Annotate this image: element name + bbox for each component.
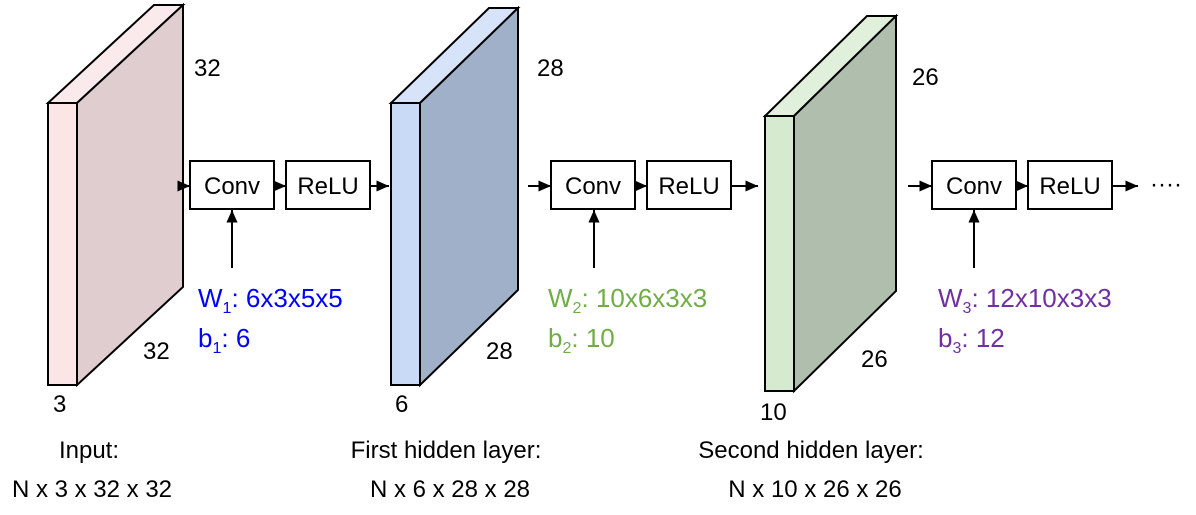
second-hidden-caption: Second hidden layer:: [698, 437, 924, 464]
conv-label-3: Conv: [946, 173, 1002, 200]
second-hidden-height-label: 26: [912, 64, 939, 91]
relu-box-3: [1027, 160, 1113, 210]
input-caption: Input:: [59, 437, 119, 464]
weights-3-label: W3: 12x10x3x3: [938, 283, 1112, 317]
input-height-label: 32: [194, 55, 221, 82]
second-hidden-depth-label: 10: [760, 399, 787, 426]
continuation-ellipsis: ····: [1150, 171, 1182, 198]
second-hidden-volume: [762, 13, 899, 394]
bias-3-label: b3: 12: [938, 323, 1005, 357]
weights-2-label: W2: 10x6x3x3: [548, 283, 707, 317]
input-shape-caption: N x 3 x 32 x 32: [12, 476, 172, 503]
relu-box-2: [646, 160, 732, 210]
conv-label-1: Conv: [204, 173, 260, 200]
conv-box-1: [189, 160, 275, 210]
first-hidden-depth-label: 6: [395, 391, 408, 418]
input-width-label: 32: [143, 338, 170, 365]
bias-1-label: b1: 6: [198, 323, 250, 357]
first-hidden-volume-front: [390, 102, 421, 386]
first-hidden-volume: [388, 5, 521, 388]
first-hidden-shape-caption: N x 6 x 28 x 28: [370, 476, 530, 503]
conv-box-3: [931, 160, 1017, 210]
relu-label-2: ReLU: [658, 173, 719, 200]
conv-box-2: [550, 160, 636, 210]
input-depth-label: 3: [53, 391, 66, 418]
relu-box-1: [285, 160, 371, 210]
relu-label-3: ReLU: [1039, 173, 1100, 200]
input-volume-front: [47, 102, 78, 386]
conv-label-2: Conv: [565, 173, 621, 200]
bias-2-label: b2: 10: [548, 323, 615, 357]
first-hidden-width-label: 28: [486, 338, 513, 365]
relu-label-1: ReLU: [297, 173, 358, 200]
second-hidden-width-label: 26: [861, 346, 888, 373]
first-hidden-caption: First hidden layer:: [351, 437, 542, 464]
input-volume: [45, 2, 186, 388]
second-hidden-volume-front: [764, 115, 795, 392]
weights-1-label: W1: 6x3x5x5: [198, 283, 343, 317]
second-hidden-shape-caption: N x 10 x 26 x 26: [728, 476, 901, 503]
first-hidden-height-label: 28: [537, 55, 564, 82]
